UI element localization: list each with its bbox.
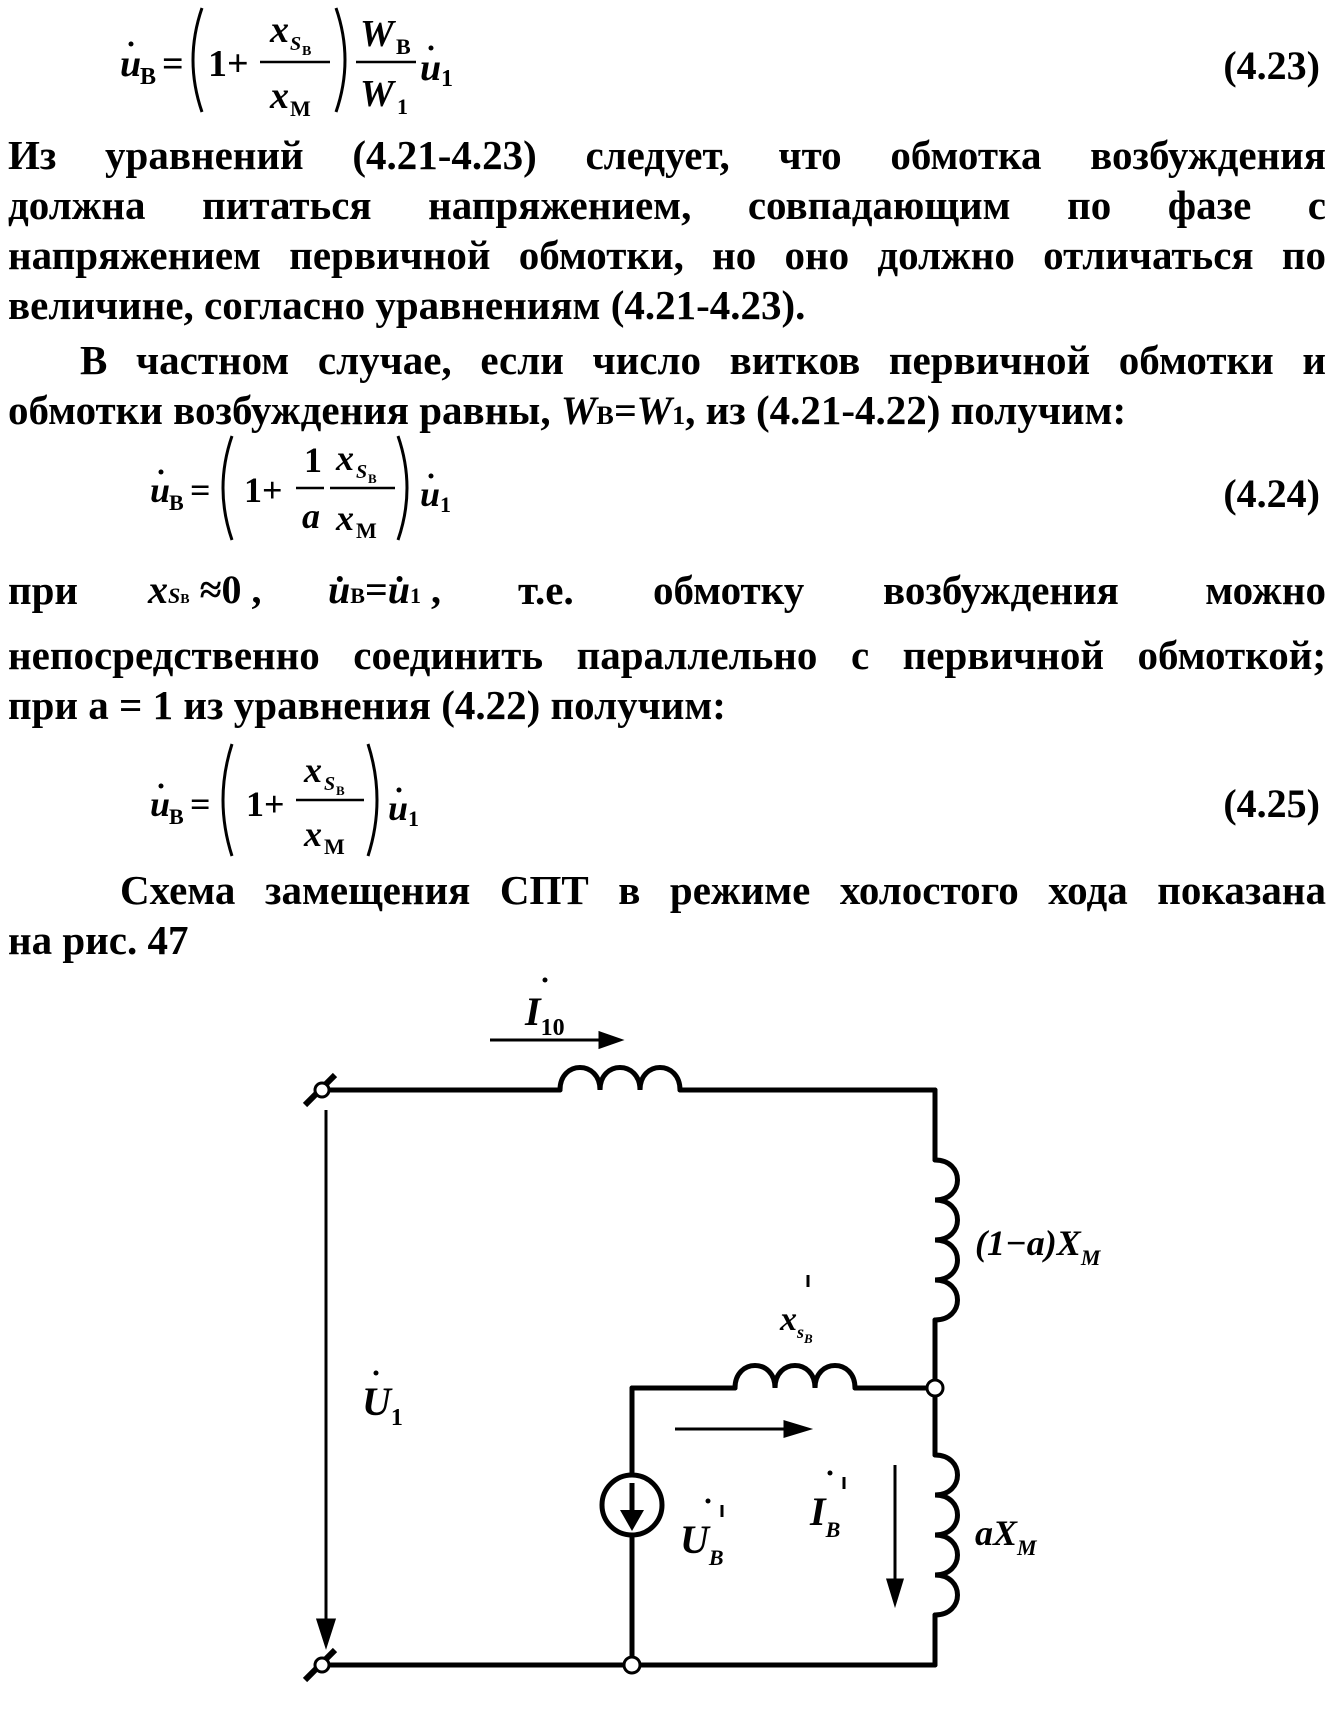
paragraph-text: обмотки возбуждения равны, — [8, 387, 561, 433]
svg-text:u: u — [150, 470, 170, 510]
svg-text:=: = — [162, 43, 184, 85]
svg-text:u: u — [420, 474, 440, 514]
paragraph-line: непосредственно соединить параллельно с … — [8, 632, 1326, 678]
equation-4-25-formula: u B = 1+ x S B x M u 1 — [150, 743, 419, 859]
svg-text:u: u — [150, 784, 170, 824]
svg-text:W: W — [360, 13, 397, 55]
svg-text:x: x — [269, 75, 289, 117]
inductor-lower-reactance — [932, 1452, 960, 1618]
word: обмотку — [653, 567, 805, 613]
label-lower-reactance: aXM — [975, 1513, 1038, 1560]
svg-text:x: x — [303, 814, 322, 854]
svg-text:S: S — [356, 461, 367, 483]
inductor-field-leakage — [732, 1363, 858, 1391]
svg-text:1: 1 — [440, 492, 451, 517]
svg-text:=: = — [190, 784, 211, 824]
circuit-diagram: I10 U1 (1−a)XM xsB aXM IB UB — [302, 977, 1102, 1683]
word: возбуждения — [883, 567, 1119, 613]
paragraph-line: при xSB ≈0 , u̇B=u̇1 , т.е. обмотку возб… — [8, 565, 1326, 620]
equation-number: (4.24) — [1223, 471, 1320, 516]
svg-text:=: = — [190, 470, 211, 510]
label-u1: U1 — [362, 1379, 403, 1431]
svg-text:B: B — [140, 64, 156, 90]
svg-text:x: x — [335, 438, 354, 478]
paragraph-line: В частном случае, если число витков перв… — [80, 337, 1326, 383]
svg-text:B: B — [368, 471, 377, 486]
svg-text:x: x — [269, 9, 289, 51]
paragraph-line: при а = 1 из уравнения (4.22) получим: — [8, 682, 726, 728]
equation-number: (4.23) — [1223, 43, 1320, 88]
equation-4-25: u B = 1+ x S B x M u 1 (4.25) — [0, 738, 1338, 863]
label-ub: UB — [680, 1517, 724, 1570]
svg-text:1: 1 — [304, 440, 322, 480]
equation-4-24: u B = 1+ 1 a x S B x M u 1 (4.24) — [0, 430, 1338, 550]
svg-text:S: S — [290, 33, 301, 55]
inline-formula: xSB ≈0 , — [148, 567, 262, 612]
paragraph-line: напряжением первичной обмотки, но оно до… — [8, 232, 1326, 278]
svg-text:a: a — [302, 496, 320, 536]
equation-4-23: u B = 1+ x S B x M W B W 1 u 1 (4.23) — [0, 0, 1338, 125]
equation-4-24-formula: u B = 1+ 1 a x S B x M u 1 — [150, 435, 451, 543]
svg-text:B: B — [336, 783, 345, 798]
word: можно — [1205, 567, 1326, 613]
svg-text:u: u — [420, 47, 441, 89]
svg-text:u: u — [388, 788, 408, 828]
paragraph-line: величине, согласно уравнениям (4.21-4.23… — [8, 282, 806, 328]
svg-text:B: B — [169, 804, 184, 829]
paragraph-line: должна питаться напряжением, совпадающим… — [8, 182, 1326, 228]
inductor-leakage-primary — [557, 1065, 683, 1093]
svg-text:1+: 1+ — [208, 43, 249, 85]
label-field-leakage: xsB — [779, 1301, 813, 1346]
paragraph-line: на рис. 47 — [8, 917, 189, 963]
svg-text:M: M — [356, 518, 377, 543]
inductor-upper-reactance — [932, 1157, 960, 1323]
svg-text:B: B — [302, 44, 311, 59]
svg-text:1+: 1+ — [244, 470, 283, 510]
paragraph-line: Схема замещения СПТ в режиме холостого х… — [120, 867, 1326, 913]
equation-number: (4.25) — [1223, 781, 1320, 826]
paragraph-line: обмотки возбуждения равны, WB=W1, из (4.… — [8, 385, 1326, 441]
inline-formula: WB=W1 — [560, 388, 686, 433]
word: т.е. — [518, 567, 574, 613]
node-junction — [925, 1378, 945, 1398]
svg-text:M: M — [290, 96, 311, 121]
paragraph-line: Из уравнений (4.21-4.23) следует, что об… — [8, 132, 1326, 178]
node-bottom — [622, 1655, 642, 1675]
svg-text:M: M — [324, 834, 345, 859]
svg-text:1: 1 — [397, 94, 408, 119]
svg-text:1: 1 — [441, 66, 453, 92]
inline-formula: u̇B=u̇1 , — [328, 567, 441, 612]
svg-text:u: u — [120, 43, 141, 85]
svg-text:x: x — [303, 750, 322, 790]
paragraph-text: , из (4.21-4.22) получим: — [685, 387, 1127, 433]
svg-text:W: W — [360, 73, 397, 115]
word: при — [8, 567, 79, 613]
svg-text:1: 1 — [408, 806, 419, 831]
label-i10: I10 — [524, 989, 565, 1041]
svg-text:S: S — [324, 773, 335, 795]
label-ib: IB — [809, 1489, 840, 1542]
svg-text:x: x — [335, 498, 354, 538]
label-upper-reactance: (1−a)XM — [975, 1223, 1102, 1270]
svg-text:B: B — [396, 34, 411, 59]
equation-4-23-formula: u B = 1+ x S B x M W B W 1 u 1 — [120, 7, 453, 121]
svg-text:1+: 1+ — [246, 784, 285, 824]
svg-text:B: B — [169, 490, 184, 515]
